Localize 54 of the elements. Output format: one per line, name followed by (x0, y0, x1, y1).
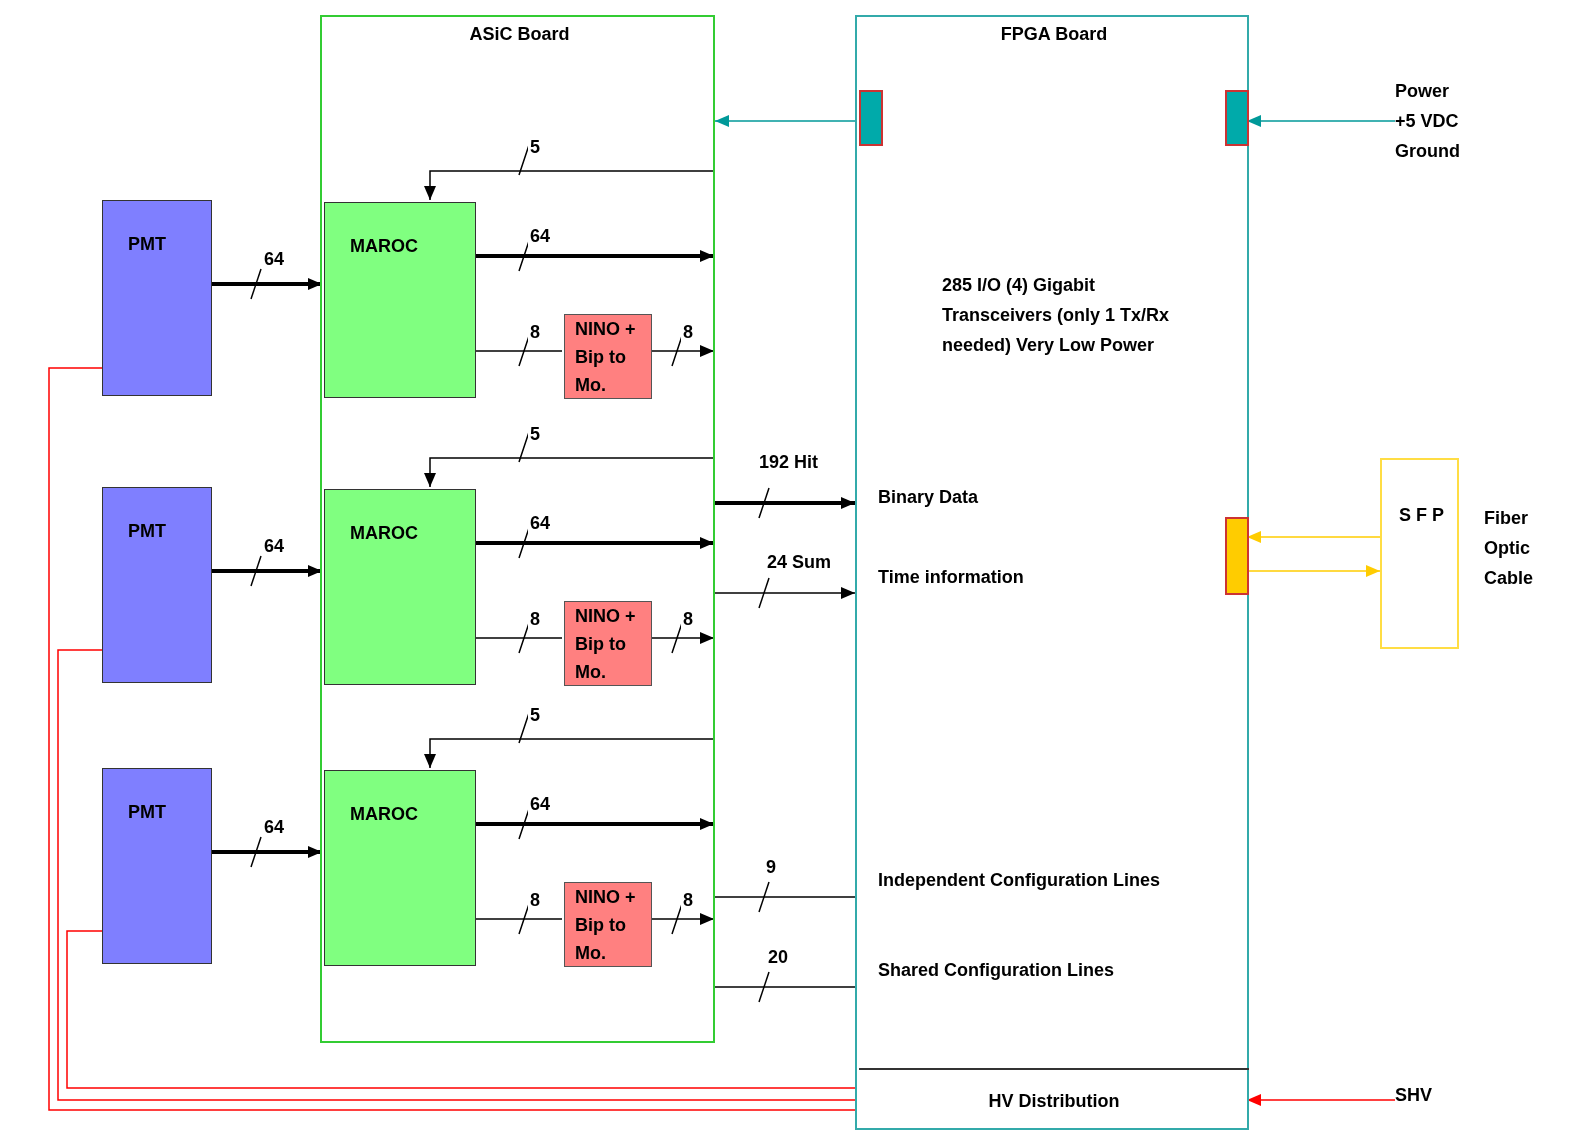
chip-box (324, 770, 476, 966)
board-title: FPGA Board (999, 23, 1109, 46)
arrow (714, 587, 856, 599)
chip-box (564, 314, 652, 399)
text-label: Power +5 VDC Ground (1395, 76, 1470, 171)
arrow (715, 497, 855, 509)
connector-line (714, 986, 856, 988)
board-frame (855, 15, 1249, 1130)
arrow (714, 115, 858, 127)
connector-block (859, 90, 883, 146)
transceiver-box (1380, 458, 1459, 649)
node-text: PMT (128, 233, 166, 256)
node-text: MAROC (350, 522, 418, 545)
cable-label: Fiber Optic Cable (1484, 507, 1535, 590)
connector-line (714, 896, 856, 898)
chip-box (564, 882, 652, 967)
node-text: PMT (128, 520, 166, 543)
arrow (212, 846, 322, 858)
signal-label: Time information (878, 566, 1024, 589)
signal-label: Binary Data (878, 486, 979, 509)
connector-line (66, 930, 858, 1089)
board-title: ASiC Board (468, 23, 571, 46)
arrow (474, 250, 714, 262)
arrow (424, 738, 715, 769)
pmt-box (102, 768, 212, 964)
arrow (474, 537, 714, 549)
node-text: HV Distribution (987, 1090, 1121, 1113)
node-text: NINO + Bip to Mo. (575, 605, 637, 684)
connector-block (1225, 90, 1249, 146)
arrow (424, 170, 715, 201)
arrow (212, 565, 322, 577)
board-frame (320, 15, 715, 1043)
arrow (474, 818, 714, 830)
chip-box (324, 489, 476, 685)
pmt-box (102, 200, 212, 396)
node-text: MAROC (350, 235, 418, 258)
arrow (212, 278, 322, 290)
node-text: NINO + Bip to Mo. (575, 886, 637, 965)
connector-line (48, 367, 858, 1111)
node-text: NINO + Bip to Mo. (575, 318, 637, 397)
signal-label: Shared Configuration Lines (878, 959, 1114, 982)
node-text: S F P (1398, 504, 1445, 527)
node-text: 285 I/O (4) Gigabit Transceivers (only 1 Tx/Rx needed) Very Low Power (942, 274, 1171, 357)
text-label: SHV (1395, 1080, 1455, 1108)
chip-box (324, 202, 476, 398)
signal-label: Independent Configuration Lines (878, 869, 1160, 892)
pmt-box (102, 487, 212, 683)
arrow (1246, 1094, 1396, 1106)
arrow (424, 457, 715, 488)
node-text: MAROC (350, 803, 418, 826)
node-text: PMT (128, 801, 166, 824)
connector-block (1225, 517, 1249, 595)
connector-line (57, 649, 858, 1101)
chip-box (564, 601, 652, 686)
